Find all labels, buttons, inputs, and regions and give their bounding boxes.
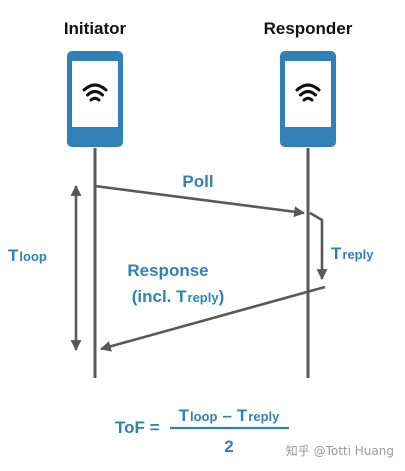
response-sublabel: (incl. Treply) bbox=[132, 287, 225, 306]
poll-label: Poll bbox=[182, 172, 213, 191]
formula-lhs: ToF = bbox=[115, 418, 160, 437]
responder-phone bbox=[280, 51, 336, 147]
initiator-phone bbox=[67, 51, 123, 147]
tof-formula: ToF = Tloop–Treply 2 bbox=[115, 406, 289, 456]
poll-arrow bbox=[94, 184, 306, 218]
initiator-title: Initiator bbox=[64, 19, 127, 38]
responder-title: Responder bbox=[264, 19, 353, 38]
response-arrow bbox=[99, 285, 326, 352]
wifi-icon bbox=[295, 83, 321, 102]
wifi-icon bbox=[82, 83, 108, 102]
formula-denominator: 2 bbox=[224, 437, 233, 456]
formula-numerator: Tloop–Treply bbox=[179, 406, 281, 425]
treply-processing-arrow bbox=[309, 211, 328, 281]
watermark-text: 知乎 @Totti Huang bbox=[286, 444, 394, 458]
response-label: Response bbox=[127, 261, 208, 280]
t-reply-label: Treply bbox=[331, 244, 374, 263]
t-loop-label: Tloop bbox=[8, 246, 47, 265]
